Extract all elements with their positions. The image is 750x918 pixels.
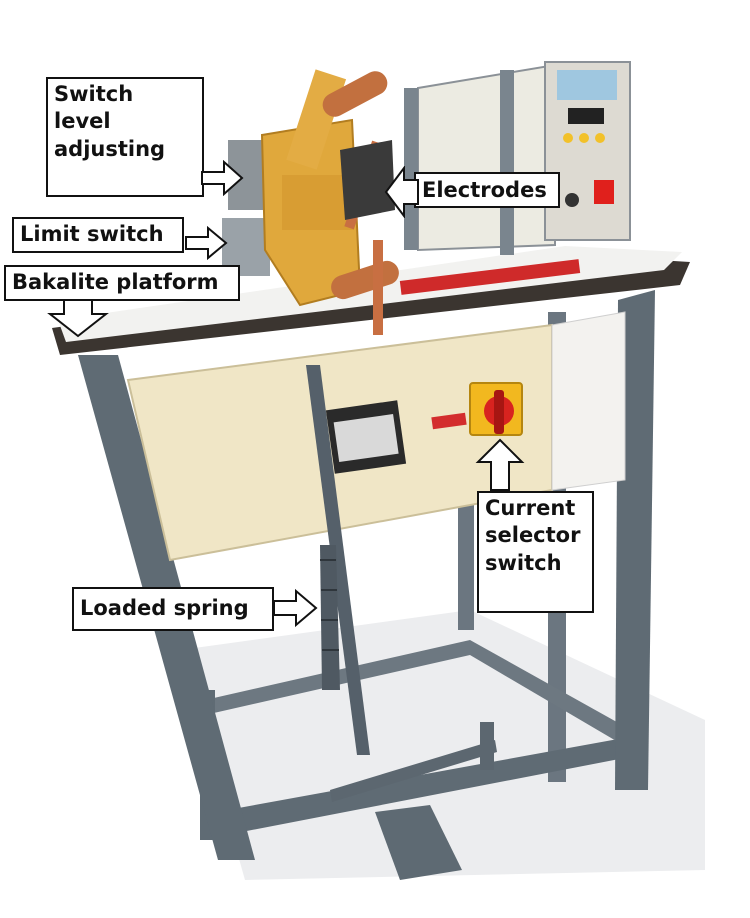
warning-sticker xyxy=(431,412,467,430)
electrodes-label: Electrodes xyxy=(414,172,560,208)
frame-bottom-rail-right xyxy=(470,640,640,755)
arrow-electrodes-icon xyxy=(384,166,419,218)
nameplate-inner xyxy=(333,414,399,462)
push-rod xyxy=(306,365,370,755)
control-display xyxy=(557,70,617,100)
control-button-2 xyxy=(579,133,589,143)
lower-electrode xyxy=(373,240,383,335)
control-button-3 xyxy=(595,133,605,143)
switch-level-adjusting-label: Switch level adjusting xyxy=(46,77,204,197)
control-red-switch xyxy=(594,180,614,204)
transformer-housing xyxy=(417,63,556,252)
arrow-current-selector-icon xyxy=(475,438,525,491)
limit-switch-label: Limit switch xyxy=(12,217,184,253)
arrow-bakalite-platform-icon xyxy=(47,299,109,338)
cable-clamp xyxy=(340,140,395,220)
timer-display xyxy=(568,108,604,124)
arrow-switch-level-icon xyxy=(201,160,244,196)
upper-electrode-arm xyxy=(322,71,388,117)
transformer-frame-left xyxy=(404,88,418,250)
pedal-plate xyxy=(375,805,462,880)
platform-red-sticker xyxy=(399,259,581,295)
loaded-spring-label: Loaded spring xyxy=(72,587,274,631)
frame-bottom-rail-front xyxy=(200,735,640,840)
bakalite-platform-label: Bakalite platform xyxy=(4,265,240,301)
current-selector-switch-label: Current selector switch xyxy=(477,491,594,613)
welding-head-block xyxy=(282,175,354,230)
enclosure-side-panel xyxy=(551,311,626,491)
arrow-limit-switch-icon xyxy=(185,226,228,260)
key-switch xyxy=(565,193,579,207)
pedal-post xyxy=(480,722,494,770)
control-button-1 xyxy=(563,133,573,143)
loaded-spring xyxy=(320,545,340,690)
selector-switch-handle xyxy=(494,390,504,434)
pedal-bar xyxy=(330,740,497,802)
transformer-frame-right xyxy=(500,70,514,255)
arrow-loaded-spring-icon xyxy=(273,588,318,628)
